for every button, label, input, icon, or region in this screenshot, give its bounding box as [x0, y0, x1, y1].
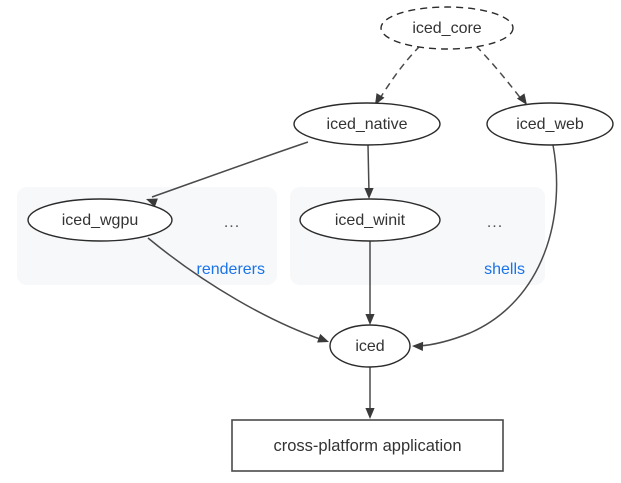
arrowhead-iced-to-application — [365, 408, 375, 419]
node-shape-cross_platform_application[interactable] — [231, 419, 504, 472]
cluster-label-shells: shells — [484, 261, 525, 278]
node-shape-iced_wgpu[interactable] — [27, 198, 173, 242]
cluster-label-renderers: renderers — [197, 261, 265, 278]
edge-group — [146, 45, 558, 419]
edge-native-to-winit — [364, 144, 374, 199]
edge-line-web-to-iced — [418, 144, 558, 347]
cluster-ellipsis-shells: ... — [487, 214, 503, 231]
arrowhead-core-to-native — [375, 93, 385, 105]
edge-line-core-to-web — [475, 45, 523, 101]
node-label-iced_web: iced_web — [516, 116, 584, 133]
node-iced_web[interactable]: iced_web — [486, 102, 614, 146]
arrowhead-core-to-web — [516, 93, 527, 105]
node-label-iced: iced — [355, 338, 384, 355]
node-label-iced_winit: iced_winit — [335, 212, 406, 229]
arrowhead-winit-to-iced — [365, 314, 375, 325]
edge-iced-to-application — [365, 367, 375, 419]
node-shape-iced_web[interactable] — [486, 102, 614, 146]
edge-line-native-to-wgpu — [151, 141, 309, 198]
node-cross_platform_application[interactable]: cross-platform application — [231, 419, 504, 472]
cluster-ellipsis-renderers: ... — [224, 214, 240, 231]
edge-core-to-native — [375, 45, 421, 105]
edge-core-to-web — [475, 45, 527, 105]
node-iced_wgpu[interactable]: iced_wgpu — [27, 198, 173, 242]
arrowhead-wgpu-to-iced — [317, 333, 329, 343]
edge-line-wgpu-to-iced — [147, 237, 324, 341]
edge-wgpu-to-iced — [147, 237, 329, 343]
node-shape-iced_core[interactable] — [380, 6, 514, 50]
node-iced_winit[interactable]: iced_winit — [299, 198, 441, 242]
node-shape-iced[interactable] — [329, 324, 411, 368]
arrowhead-web-to-iced — [412, 341, 424, 351]
node-iced_native[interactable]: iced_native — [293, 102, 441, 146]
edge-web-to-iced — [412, 144, 558, 351]
edge-line-native-to-winit — [367, 144, 370, 194]
node-shape-iced_winit[interactable] — [299, 198, 441, 242]
arrowhead-native-to-wgpu — [146, 198, 158, 208]
node-iced[interactable]: iced — [329, 324, 411, 368]
node-label-iced_wgpu: iced_wgpu — [62, 212, 139, 229]
node-label-cross_platform_application: cross-platform application — [274, 437, 462, 455]
node-shape-iced_native[interactable] — [293, 102, 441, 146]
edge-native-to-wgpu — [146, 141, 309, 208]
node-iced_core[interactable]: iced_core — [380, 6, 514, 50]
arrowhead-native-to-winit — [364, 188, 374, 199]
node-label-iced_core: iced_core — [412, 20, 481, 37]
edge-winit-to-iced — [365, 241, 375, 325]
edge-line-core-to-native — [378, 45, 421, 101]
node-label-iced_native: iced_native — [327, 116, 408, 133]
